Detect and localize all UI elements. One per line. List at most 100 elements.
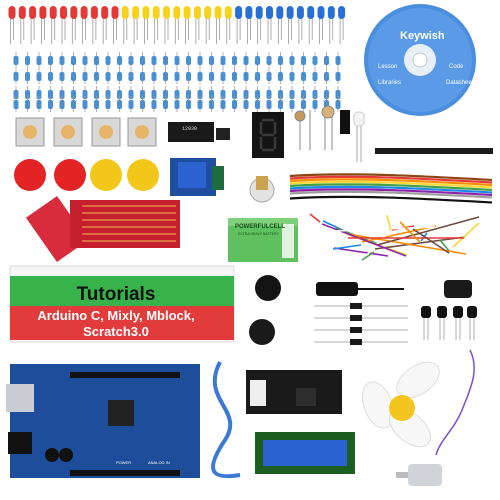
resistor <box>266 56 272 65</box>
passive-buzzer <box>249 319 275 345</box>
resistor <box>48 56 53 65</box>
led <box>8 6 16 19</box>
resistor <box>140 100 145 109</box>
led <box>132 6 140 19</box>
resistor <box>220 56 226 65</box>
resistor <box>25 56 30 65</box>
resistor <box>105 90 111 99</box>
resistor <box>105 56 111 65</box>
resistor-rows <box>13 52 341 112</box>
resistor <box>232 90 237 99</box>
cd-item-datasheet: Datasheet <box>446 80 474 86</box>
resistor <box>36 72 42 81</box>
cd-item-libraries: Libraries <box>378 80 402 86</box>
led <box>286 6 294 19</box>
resistor <box>255 56 260 65</box>
resistor <box>94 100 99 109</box>
led <box>70 6 78 19</box>
led <box>39 6 47 19</box>
resistor <box>335 72 341 81</box>
led <box>142 6 150 19</box>
board-label-analog: ANALOG IN <box>148 460 170 465</box>
resistor <box>278 56 283 65</box>
resistor <box>13 90 19 99</box>
resistor <box>59 100 65 109</box>
diode <box>350 327 362 333</box>
resistor <box>266 90 272 99</box>
usb-cable <box>211 361 241 479</box>
led <box>173 6 181 19</box>
resistor <box>209 100 214 109</box>
button-cap-yellow <box>90 159 122 191</box>
resistor <box>151 56 157 65</box>
dc-motor <box>396 464 442 486</box>
led <box>338 6 346 19</box>
photoresistors <box>294 105 335 150</box>
cd-item-lesson: Lesson <box>378 64 398 70</box>
arduino-uno-board <box>6 364 200 478</box>
resistor <box>140 72 145 81</box>
banner-subtitle-line1: Arduino C, Mixly, Mblock, <box>37 308 195 323</box>
resistor <box>289 72 295 81</box>
resistor <box>25 100 30 109</box>
resistor <box>301 90 306 99</box>
resistor <box>312 90 318 99</box>
resistor <box>151 72 157 81</box>
transistor <box>437 306 447 318</box>
resistor <box>243 90 249 99</box>
tactile-buttons <box>15 117 157 147</box>
resistor <box>243 100 249 109</box>
resistor <box>94 90 99 99</box>
led <box>60 6 67 19</box>
resistor <box>117 56 122 65</box>
resistor <box>128 90 134 99</box>
resistor <box>36 100 42 109</box>
resistor <box>209 72 214 81</box>
resistor <box>278 72 283 81</box>
resistor <box>48 90 53 99</box>
resistor <box>232 56 237 65</box>
resistor <box>82 56 88 65</box>
resistor <box>220 72 226 81</box>
resistor <box>82 100 88 109</box>
resistor <box>48 100 53 109</box>
seven-segment-display <box>252 112 284 158</box>
battery-subtext: EXTRA HEAVY BATTERY <box>238 232 279 236</box>
tactile-switch <box>127 117 157 147</box>
resistor <box>71 72 76 81</box>
resistor <box>174 90 180 99</box>
water-level-sensor <box>25 195 180 263</box>
diode <box>350 315 362 321</box>
diode <box>350 303 362 309</box>
transistor <box>421 306 431 318</box>
banner-subtitle-line2: Scratch3.0 <box>83 324 149 339</box>
resistor <box>266 100 272 109</box>
led <box>163 6 170 19</box>
resistor <box>209 90 214 99</box>
resistor <box>289 100 295 109</box>
resistor <box>324 56 329 65</box>
tilt-sensor <box>340 110 350 134</box>
resistor <box>13 100 19 109</box>
resistor <box>163 90 168 99</box>
resistor <box>13 56 19 65</box>
resistor <box>186 56 191 65</box>
resistor <box>289 90 295 99</box>
battery-brand: POWERFULCELL <box>235 224 285 230</box>
diode <box>350 339 362 345</box>
resistor <box>71 56 76 65</box>
led <box>90 6 98 19</box>
resistor <box>255 90 260 99</box>
resistor <box>335 90 341 99</box>
resistor <box>209 56 214 65</box>
nine-volt-battery <box>228 218 298 262</box>
resistor <box>105 100 111 109</box>
resistor <box>186 90 191 99</box>
active-buzzer <box>255 275 281 301</box>
cd-item-code: Code <box>449 64 464 70</box>
led <box>276 6 284 19</box>
resistor <box>105 72 111 81</box>
resistor <box>266 72 272 81</box>
resistor <box>25 72 30 81</box>
led <box>255 6 263 19</box>
